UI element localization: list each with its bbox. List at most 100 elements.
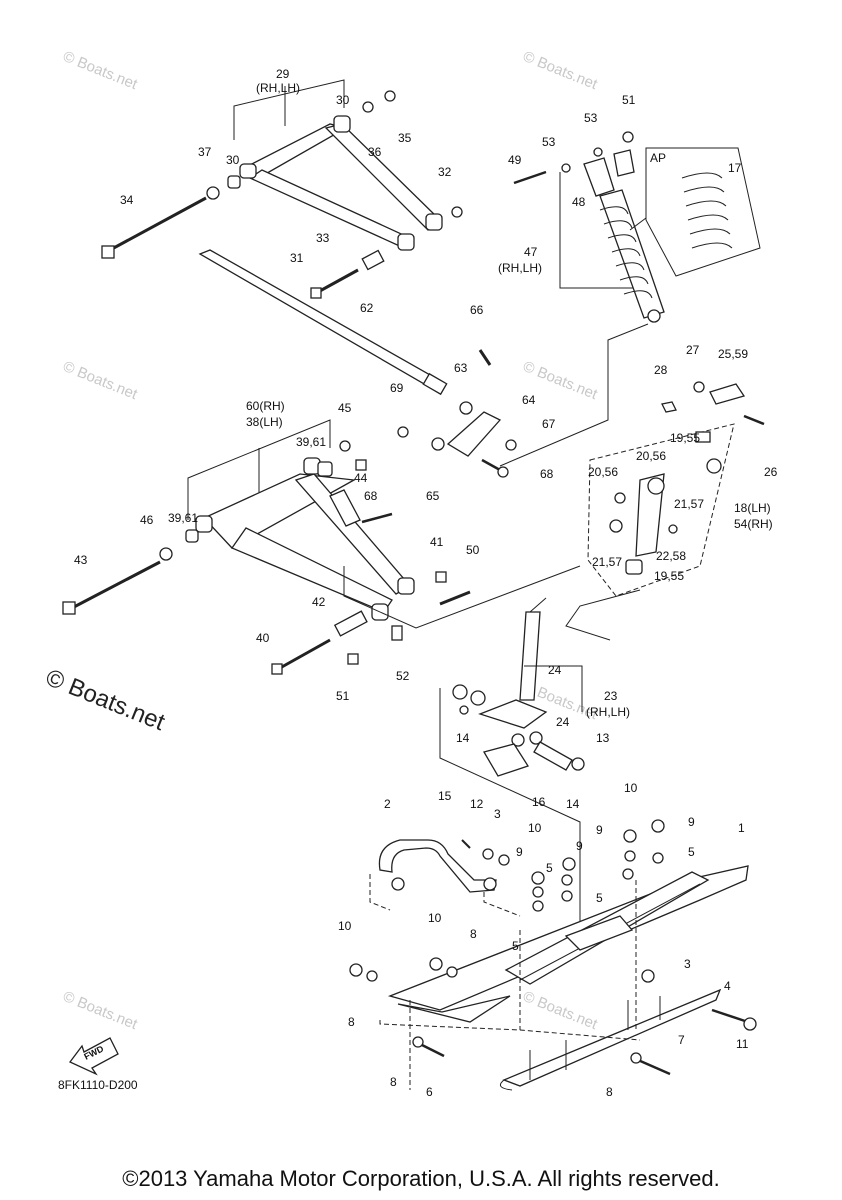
callout-60-rh: 60(RH) (246, 399, 285, 413)
upper-bolts (101, 90, 463, 299)
callout-23-rh-lh: (RH,LH) (586, 705, 630, 719)
callout-14: 14 (566, 797, 580, 811)
callout-20-56: 20,56 (588, 465, 618, 479)
callout-20-56: 20,56 (636, 449, 666, 463)
callout-22-58: 22,58 (656, 549, 686, 563)
watermark-text: © Boats.net (61, 988, 141, 1034)
callout-29: 29 (276, 67, 290, 81)
callout-51: 51 (336, 689, 350, 703)
callout-8: 8 (606, 1085, 613, 1099)
inset-label: AP (650, 151, 666, 165)
callout-10: 10 (624, 781, 638, 795)
callout-6: 6 (426, 1085, 433, 1099)
callout-19-55: 19,55 (654, 569, 684, 583)
watermark-text: © Boats.net (521, 988, 601, 1034)
callout-62: 62 (360, 301, 374, 315)
callout-8: 8 (348, 1015, 355, 1029)
callout-35: 35 (398, 131, 412, 145)
callout-46: 46 (140, 513, 154, 527)
ski-handle (369, 839, 521, 917)
fwd-arrow-icon: FWD (68, 1037, 119, 1076)
callout-8: 8 (470, 927, 477, 941)
callout-42: 42 (312, 595, 326, 609)
watermark-text: © Boats.net (521, 48, 601, 94)
callout-labels: 1 2 3 3 4 5 5 5 5 6 7 8 8 8 8 9 9 9 9 10… (74, 67, 778, 1099)
watermark-text: © Boats.net (61, 48, 141, 94)
callout-12: 12 (470, 797, 484, 811)
shock-absorber (513, 131, 665, 323)
callout-48: 48 (572, 195, 586, 209)
callout-10: 10 (338, 919, 352, 933)
callout-34: 34 (120, 193, 134, 207)
callout-25-59: 25,59 (718, 347, 748, 361)
callout-65: 65 (426, 489, 440, 503)
watermark-group: © Boats.net © Boats.net © Boats.net © Bo… (61, 48, 601, 1034)
callout-37: 37 (198, 145, 212, 159)
callout-32: 32 (438, 165, 452, 179)
stabilizer-link (397, 349, 517, 478)
callout-10: 10 (528, 821, 542, 835)
callout-66: 66 (470, 303, 484, 317)
callout-47-rh-lh: (RH,LH) (498, 261, 542, 275)
callout-9: 9 (688, 815, 695, 829)
callout-19-55: 19,55 (670, 431, 700, 445)
callout-40: 40 (256, 631, 270, 645)
callout-30: 30 (226, 153, 240, 167)
callout-23: 23 (604, 689, 618, 703)
callout-54-rh: 54(RH) (734, 517, 773, 531)
callout-44: 44 (354, 471, 368, 485)
spindle (452, 611, 585, 777)
callout-11: 11 (736, 1037, 749, 1051)
callout-43: 43 (74, 553, 88, 567)
callout-47: 47 (524, 245, 538, 259)
ski-assembly (379, 865, 749, 1091)
lower-bolts (62, 440, 471, 675)
callout-68: 68 (540, 467, 554, 481)
callout-2: 2 (384, 797, 391, 811)
copyright-notice: ©2013 Yamaha Motor Corporation, U.S.A. A… (122, 1166, 720, 1191)
callout-5: 5 (546, 861, 553, 875)
callout-21-57: 21,57 (592, 555, 622, 569)
callout-16: 16 (532, 795, 546, 809)
callout-3: 3 (684, 957, 691, 971)
callout-9: 9 (596, 823, 603, 837)
knuckle-group (587, 381, 765, 597)
callout-26: 26 (764, 465, 778, 479)
callout-27: 27 (686, 343, 700, 357)
callout-17: 17 (728, 161, 742, 175)
callout-63: 63 (454, 361, 468, 375)
stabilizer-bar (198, 249, 448, 396)
reference-code: 8FK1110-D200 (58, 1078, 138, 1092)
ski-hardware (349, 819, 757, 1076)
spring-inset (629, 147, 761, 277)
callout-49: 49 (508, 153, 522, 167)
callout-33: 33 (316, 231, 330, 245)
callout-24: 24 (548, 663, 562, 677)
callout-10: 10 (428, 911, 442, 925)
lower-a-arm (185, 419, 415, 621)
callout-9: 9 (576, 839, 583, 853)
callout-51: 51 (622, 93, 636, 107)
callout-8: 8 (390, 1075, 397, 1089)
callout-41: 41 (430, 535, 444, 549)
callout-18-lh: 18(LH) (734, 501, 771, 515)
callout-7: 7 (678, 1033, 685, 1047)
callout-28: 28 (654, 363, 668, 377)
callout-13: 13 (596, 731, 610, 745)
callout-14: 14 (456, 731, 470, 745)
callout-68: 68 (364, 489, 378, 503)
callout-39-61: 39,61 (168, 511, 198, 525)
callout-50: 50 (466, 543, 480, 557)
callout-21-57: 21,57 (674, 497, 704, 511)
callout-38-lh: 38(LH) (246, 415, 283, 429)
callout-53: 53 (584, 111, 598, 125)
callout-45: 45 (338, 401, 352, 415)
callout-39-61: 39,61 (296, 435, 326, 449)
callout-52: 52 (396, 669, 410, 683)
callout-67: 67 (542, 417, 556, 431)
callout-5: 5 (512, 939, 519, 953)
watermark-text: © Boats.net (61, 358, 141, 404)
callout-29-rh-lh: (RH,LH) (256, 81, 300, 95)
callout-5: 5 (688, 845, 695, 859)
